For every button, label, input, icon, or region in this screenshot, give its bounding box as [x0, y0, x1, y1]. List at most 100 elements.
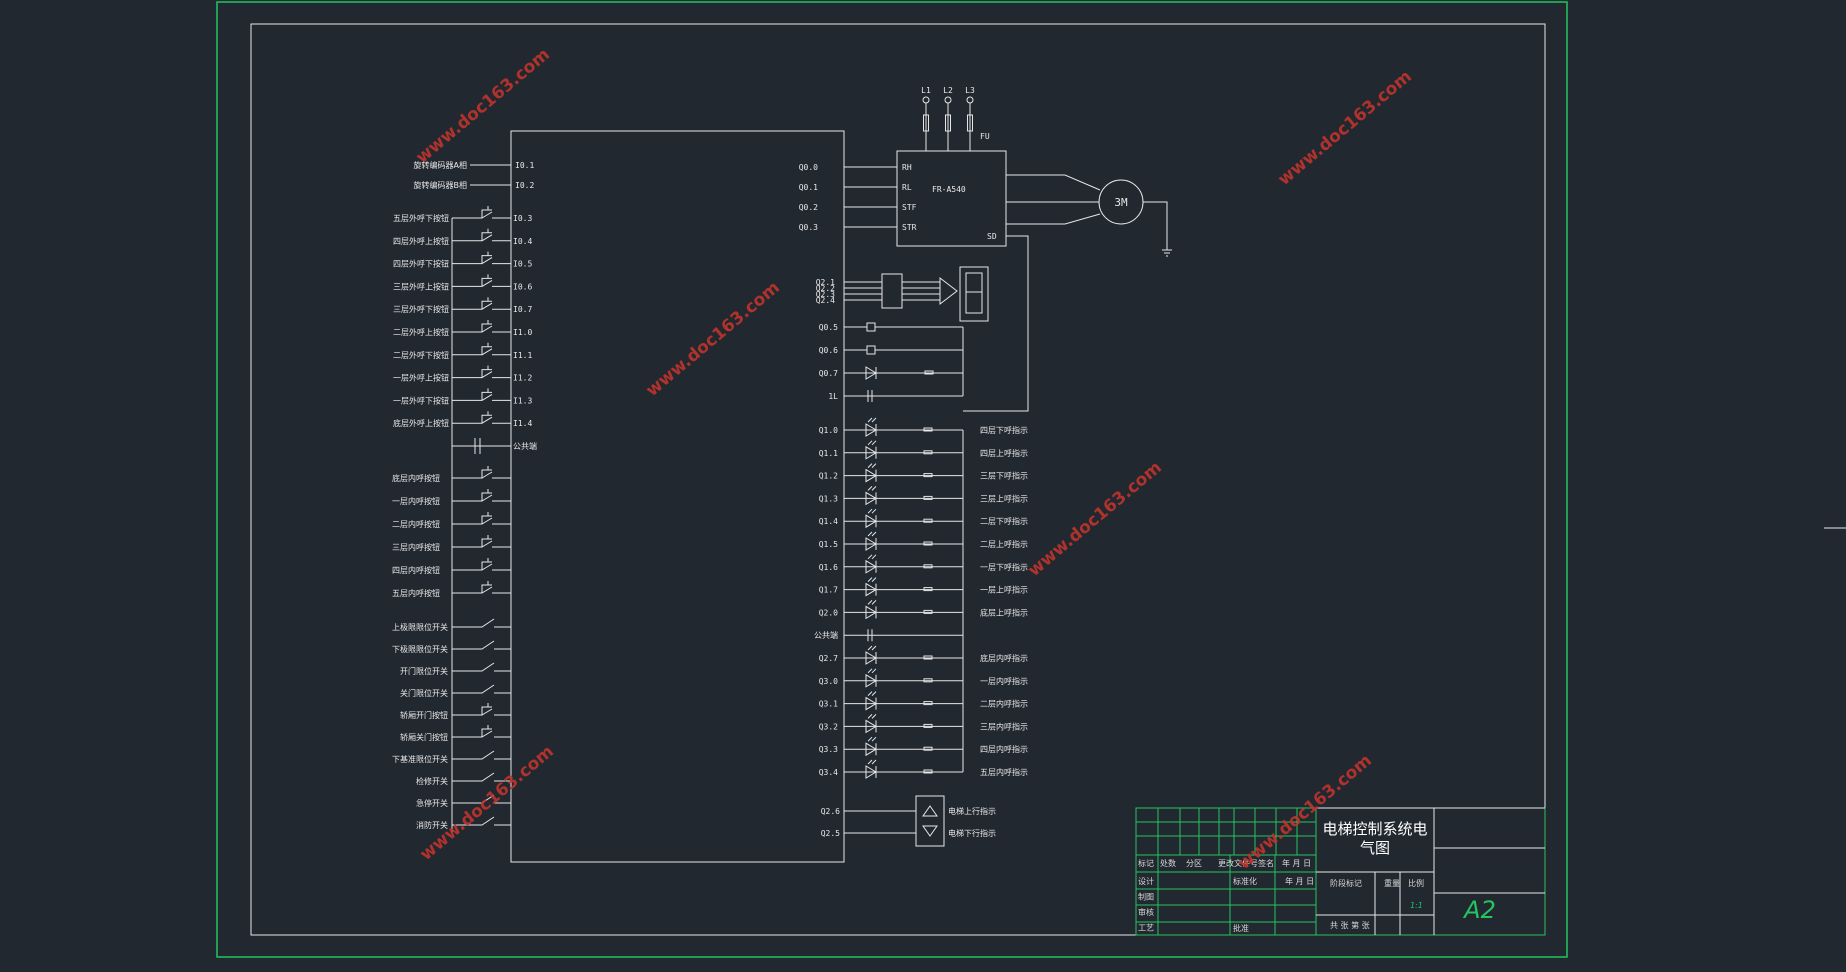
output-pin: Q1.4: [819, 517, 838, 526]
title-block-header: 更改文件号: [1218, 858, 1258, 868]
output-pin: 公共端: [814, 630, 838, 640]
input-label: 二层内呼按钮: [392, 519, 440, 529]
fuse-label: FU: [980, 132, 990, 141]
input-common: 公共端: [452, 438, 537, 454]
output-pin: Q1.7: [819, 586, 838, 595]
arrow-icon: [939, 276, 958, 306]
output-pin: Q3.1: [819, 700, 838, 709]
input-label: 下基准限位开关: [392, 754, 448, 764]
outer-frame: [216, 1, 1568, 958]
input-label: 消防开关: [416, 820, 448, 830]
input-common-label: 公共端: [513, 441, 537, 451]
output-pin: Q1.5: [819, 540, 838, 549]
title-block-header: 处数: [1160, 858, 1176, 868]
aux-pin: Q0.6: [819, 346, 838, 355]
led-icon: [865, 486, 877, 506]
output-pin: Q3.2: [819, 722, 838, 731]
display-pin: Q2.3: [816, 290, 835, 299]
watermark-text: www.doc163.com: [412, 45, 553, 168]
led-icon: [865, 691, 877, 711]
supply-label: L3: [965, 86, 975, 95]
watermark-text: www.doc163.com: [1274, 67, 1415, 190]
input-label: 二层外呼上按钮: [393, 327, 449, 337]
scale-value: 1:1: [1410, 901, 1423, 910]
watermark-text: www.doc163.com: [1024, 458, 1165, 581]
input-label: 四层外呼下按钮: [393, 259, 449, 269]
output-pin: Q1.2: [819, 472, 838, 481]
display-pin: Q2.2: [816, 284, 835, 293]
input-label: 急停开关: [416, 798, 448, 808]
display-pin: Q2.4: [816, 296, 835, 305]
sheet-count: 共 张 第 张: [1330, 920, 1370, 930]
standardization-label: 标准化: [1233, 876, 1257, 886]
inverter-terminal: STR: [902, 223, 917, 232]
seven-segment-display: [959, 266, 989, 322]
decoder-box: [881, 273, 903, 309]
led-icon: [865, 577, 877, 597]
indicator-label: 底层内呼指示: [980, 653, 1028, 663]
output-pin: Q3.0: [819, 677, 838, 686]
output-pin: Q3.3: [819, 745, 838, 754]
fuse-icon: [945, 114, 951, 132]
led-icon: [865, 440, 877, 460]
output-pin: Q0.0: [799, 163, 818, 172]
diode-icon: [865, 366, 877, 380]
led-icon: [865, 759, 877, 779]
output-pin: Q0.3: [799, 223, 818, 232]
led-icon: [865, 736, 877, 757]
title-block-role: 制图: [1138, 892, 1154, 902]
output-pin: Q3.4: [819, 768, 838, 777]
input-label: 五层内呼按钮: [392, 588, 440, 598]
indicator-label: 四层上呼指示: [980, 448, 1028, 458]
input-label: 轿厢关门按钮: [400, 732, 448, 742]
direction-label: 电梯上行指示: [948, 806, 996, 816]
input-pin: I0.2: [515, 181, 534, 190]
indicator-label: 二层上呼指示: [980, 539, 1028, 549]
indicator-label: 一层上呼指示: [980, 585, 1028, 595]
input-label: 旋转编码器B相: [414, 180, 468, 190]
indicator-label: 二层下呼指示: [980, 516, 1028, 526]
drawing-title-line1: 电梯控制系统电: [1322, 820, 1427, 838]
title-block-role: 审核: [1138, 907, 1154, 917]
input-label: 三层外呼上按钮: [393, 281, 449, 291]
input-label: 二层外呼下按钮: [393, 350, 449, 360]
output-pin: Q2.5: [821, 829, 840, 838]
output-pin: Q1.6: [819, 563, 838, 572]
inner-frame: [250, 23, 1546, 936]
input-label: 下极限限位开关: [392, 644, 448, 654]
inverter-box: [896, 150, 1007, 247]
indicator-label: 三层内呼指示: [980, 721, 1028, 731]
input-label: 四层外呼上按钮: [393, 236, 449, 246]
output-pin: Q1.0: [819, 426, 838, 435]
limit-switch-inputs: 上极限限位开关下极限限位开关开门限位开关关门限位开关轿厢开门按钮轿厢关门按钮下基…: [392, 466, 511, 834]
indicator-label: 三层下呼指示: [980, 471, 1028, 481]
led-icon: [865, 463, 877, 483]
ymd-label: 年 月 日: [1285, 876, 1314, 886]
input-label: 五层外呼下按钮: [393, 213, 449, 223]
input-pin: I0.3: [513, 214, 532, 223]
input-pin: I1.3: [513, 396, 532, 405]
aux-pin: Q0.5: [819, 323, 838, 332]
input-label: 轿厢开门按钮: [400, 710, 448, 720]
indicator-label: 四层下呼指示: [980, 425, 1028, 435]
input-pin: I0.4: [513, 237, 532, 246]
output-pin: Q2.7: [819, 654, 838, 663]
indicator-label: 四层内呼指示: [980, 744, 1028, 754]
motor-ground-line: [1143, 201, 1168, 250]
led-icon: [865, 554, 877, 574]
led-icon: [865, 668, 877, 688]
led-icon: [865, 600, 877, 620]
input-label: 底层外呼上按钮: [393, 418, 449, 428]
aux-pin: 1L: [828, 392, 838, 401]
inverter-sd: SD: [987, 232, 997, 241]
indicator-label: 五层内呼指示: [980, 767, 1028, 777]
output-pin: Q0.2: [799, 203, 818, 212]
inverter-terminal: RL: [902, 183, 912, 192]
input-label: 底层内呼按钮: [392, 473, 440, 483]
led-icon: [865, 417, 877, 437]
output-pin: Q1.3: [819, 494, 838, 503]
